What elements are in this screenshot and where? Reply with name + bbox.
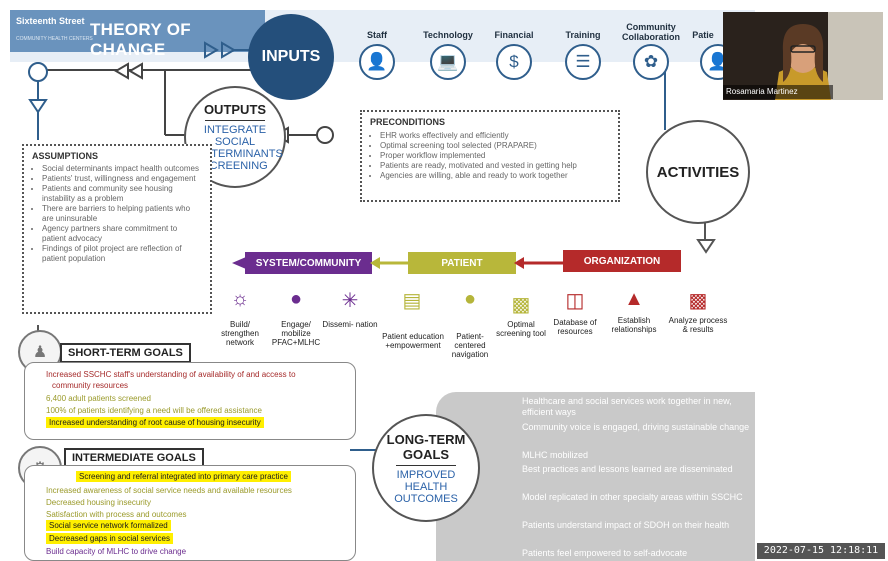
input-label: Staff: [367, 30, 387, 40]
goal-item-highlighted: Social service network formalized: [46, 520, 171, 531]
clipboard-icon: ▩: [511, 294, 531, 316]
goal-item: Build capacity of MLHC to drive change: [46, 547, 187, 556]
list-item: EHR works effectively and efficiently: [380, 131, 610, 141]
input-label: Community Collaboration: [622, 22, 680, 42]
person-icon: 👤: [359, 44, 395, 80]
arrow-left-icon: [232, 257, 246, 269]
slide: Sixteenth Street COMMUNITY HEALTH CENTER…: [10, 10, 755, 561]
preconditions-title: PRECONDITIONS: [370, 117, 446, 127]
list-item: Agency partners share commitment to pati…: [42, 224, 202, 244]
list-item: Patients are ready, motivated and vested…: [380, 161, 610, 171]
long-term-item: Model replicated in other specialty area…: [522, 492, 743, 502]
presentation-icon: ☰: [565, 44, 601, 80]
assumptions-title: ASSUMPTIONS: [32, 151, 99, 161]
document-icon: ▤: [402, 290, 422, 312]
arrow-left-icon: [514, 257, 564, 269]
list-item: Social determinants impact health outcom…: [42, 164, 202, 174]
list-item: Patients' trust, willingness and engagem…: [42, 174, 202, 184]
activity-label: Database of resources: [553, 318, 597, 336]
list-item: Proper workflow implemented: [380, 151, 610, 161]
goal-item-highlighted: Screening and referral integrated into p…: [76, 471, 291, 482]
long-term-item: Best practices and lessons learned are d…: [522, 464, 733, 474]
activity-label: Establish relationships: [611, 316, 657, 334]
activity-label: Dissemi- nation: [322, 320, 378, 329]
list-item: There are barriers to helping patients w…: [42, 204, 202, 224]
activity-label: Patient- centered navigation: [451, 332, 489, 359]
system-community-band: SYSTEM/COMMUNITY: [245, 252, 372, 274]
preconditions-list: EHR works effectively and efficiently Op…: [370, 131, 610, 181]
goal-item: community resources: [52, 381, 129, 390]
long-term-subtitle: IMPROVED HEALTH OUTCOMES: [394, 468, 458, 505]
divider: [396, 464, 456, 466]
network-icon: ☼: [230, 288, 250, 310]
long-term-panel: [436, 392, 755, 561]
outputs-title: OUTPUTS: [203, 102, 267, 117]
long-term-item: MLHC mobilized: [522, 450, 589, 460]
database-icon: ◫: [565, 290, 585, 312]
short-term-goals-title: SHORT-TERM GOALS: [60, 343, 191, 363]
activity-label: Engage/ mobilize PFAC+MLHC: [271, 320, 321, 347]
goal-item-highlighted: Decreased gaps in social services: [46, 533, 173, 544]
burst-icon: ✳: [341, 290, 359, 312]
list-item: Findings of pilot project are reflection…: [42, 244, 202, 264]
long-term-title: LONG-TERM GOALS: [386, 431, 466, 462]
inputs-circle: INPUTS: [248, 14, 334, 100]
goal-item-highlighted: Increased understanding of root cause of…: [46, 417, 264, 428]
long-term-item: Healthcare and social services work toge…: [522, 396, 732, 417]
preconditions-box: PRECONDITIONS EHR works effectively and …: [360, 110, 620, 202]
long-term-item: Patients understand impact of SDOH on th…: [522, 520, 730, 530]
goal-item: 6,400 adult patients screened: [46, 394, 151, 403]
logo-subtitle: COMMUNITY HEALTH CENTERS: [16, 36, 93, 42]
input-label: Patie: [692, 30, 714, 40]
long-term-item: Patients feel empowered to self-advocate: [522, 548, 688, 558]
assumptions-box: ASSUMPTIONS Social determinants impact h…: [22, 144, 212, 314]
chart-icon: ▩: [688, 290, 708, 312]
divider: [205, 120, 265, 121]
goal-item: Decreased housing insecurity: [46, 498, 151, 507]
assumptions-list: Social determinants impact health outcom…: [32, 164, 202, 264]
arrow-down-icon: [28, 99, 48, 114]
outputs-text: INTEGRATE SOCIAL DETERMINANTS SCREENING: [196, 124, 283, 172]
activity-label: Build/ strengthen network: [221, 320, 259, 347]
participant-name: Rosamaria Martinez: [723, 85, 833, 99]
timestamp: 2022-07-15 12:18:11: [757, 543, 885, 559]
activity-label: Patient education +empowerment: [382, 332, 444, 350]
arrow-down-icon: [696, 239, 716, 254]
activities-circle: ACTIVITIES: [646, 120, 750, 224]
input-label: Training: [565, 30, 601, 40]
long-term-goals-circle: LONG-TERM GOALS IMPROVED HEALTH OUTCOMES: [372, 414, 480, 522]
connector-node: [316, 126, 334, 144]
list-item: Patients and community see housing insta…: [42, 184, 202, 204]
long-term-item: Community voice is engaged, driving sust…: [522, 422, 750, 432]
patient-band: PATIENT: [408, 252, 516, 274]
activity-label: Optimal screening tool: [496, 320, 546, 338]
input-label: Financial: [494, 30, 534, 40]
goal-item: Increased SSCHC staff's understanding of…: [46, 370, 296, 379]
input-label: Technology: [423, 30, 473, 40]
arrow-left-icon: [370, 257, 408, 269]
person-icon: ●: [463, 288, 477, 310]
person-icon: ●: [289, 288, 303, 310]
organization-band: ORGANIZATION: [563, 250, 681, 272]
money-bag-icon: $: [496, 44, 532, 80]
list-item: Agencies are willing, able and ready to …: [380, 171, 610, 181]
computer-icon: 💻: [430, 44, 466, 80]
slide-title: THEORY OF CHANGE: [90, 20, 191, 59]
logo: Sixteenth Street: [16, 16, 85, 26]
community-icon: ✿: [633, 44, 669, 80]
people-icon: ▲: [624, 288, 644, 310]
activity-label: Analyze process & results: [668, 316, 728, 334]
arrow-left-icon: [114, 62, 143, 80]
goal-item: 100% of patients identifying a need will…: [46, 406, 262, 415]
outputs-circle: OUTPUTS INTEGRATE SOCIAL DETERMINANTS SC…: [184, 86, 286, 188]
goal-item: Satisfaction with process and outcomes: [46, 510, 187, 519]
list-item: Optimal screening tool selected (PRAPARE…: [380, 141, 610, 151]
connector-node: [28, 62, 48, 82]
goal-item: Increased awareness of social service ne…: [46, 486, 292, 495]
